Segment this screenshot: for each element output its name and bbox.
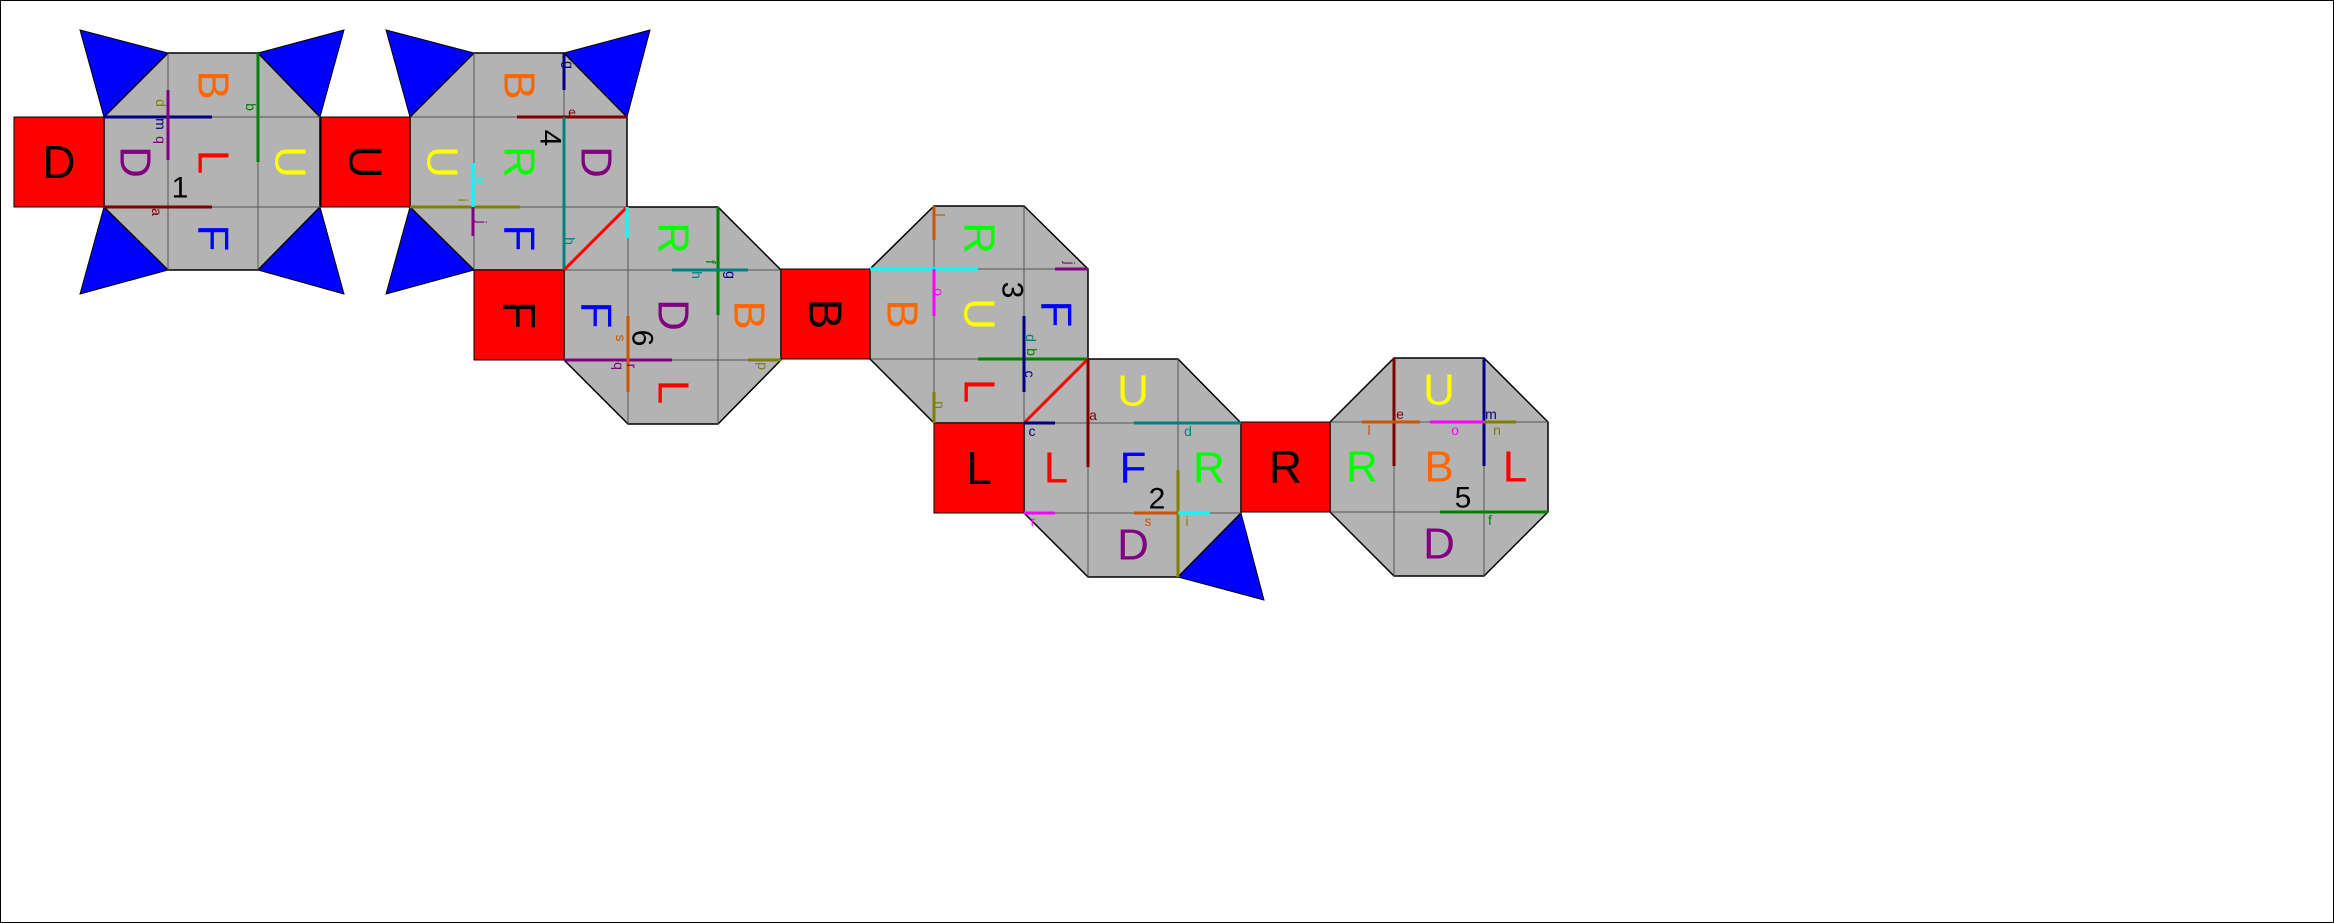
unit-number: 1 bbox=[172, 172, 189, 205]
unit-number: 6 bbox=[626, 330, 659, 347]
glue-tag: a bbox=[149, 208, 165, 216]
glue-tag: i bbox=[455, 198, 471, 201]
glue-tag: r bbox=[1031, 513, 1036, 529]
face-letter: F bbox=[1120, 444, 1147, 493]
glue-tag: k bbox=[472, 178, 488, 186]
glue-lines bbox=[104, 53, 1548, 577]
square-label: D bbox=[42, 136, 75, 188]
face-letter: L bbox=[1503, 443, 1527, 492]
glue-tag: d bbox=[1023, 334, 1039, 342]
square-label: R bbox=[1269, 441, 1302, 493]
glue-tag: f bbox=[703, 260, 719, 264]
face-letter: D bbox=[111, 146, 160, 178]
square-label: F bbox=[493, 301, 545, 329]
glue-tag: g bbox=[723, 271, 739, 279]
red-square-D bbox=[13, 116, 105, 208]
face-letter: B bbox=[878, 299, 927, 328]
glue-tag: e bbox=[1396, 406, 1404, 422]
face-letter: R bbox=[955, 222, 1004, 254]
glue-tag: a bbox=[1089, 407, 1097, 423]
glue-tag: b bbox=[243, 103, 259, 111]
glue-tag: e bbox=[568, 104, 576, 120]
octagon-units bbox=[103, 52, 1549, 578]
red-square-L bbox=[933, 422, 1025, 514]
face-letter: U bbox=[1117, 367, 1149, 416]
square-label: U bbox=[340, 145, 392, 178]
blue-triangles bbox=[79, 29, 1265, 601]
face-letter: U bbox=[266, 146, 315, 178]
glue-tag: l bbox=[1367, 422, 1370, 438]
unit-number: 4 bbox=[534, 130, 567, 147]
face-letter: L bbox=[955, 379, 1004, 403]
red-square-U bbox=[320, 116, 411, 208]
face-letter: D bbox=[572, 146, 621, 178]
glue-tag: m bbox=[1485, 406, 1497, 422]
face-letter: B bbox=[725, 300, 774, 329]
glue-tag: j bbox=[1062, 260, 1078, 264]
glue-tag: d bbox=[153, 99, 169, 107]
glue-tag: o bbox=[931, 288, 947, 296]
face-letter: D bbox=[649, 299, 698, 331]
face-letter: U bbox=[1423, 366, 1455, 415]
face-letter: R bbox=[495, 146, 544, 178]
glue-tag: r bbox=[624, 364, 640, 369]
red-square-B bbox=[780, 268, 871, 360]
face-letter: B bbox=[189, 70, 238, 99]
glue-tag: c bbox=[1029, 423, 1036, 439]
glue-tag: c bbox=[1022, 371, 1038, 378]
face-letter: B bbox=[1424, 443, 1453, 492]
face-letter: R bbox=[649, 222, 698, 254]
unit-number: 2 bbox=[1149, 483, 1166, 516]
glue-tag: o bbox=[1451, 422, 1459, 438]
glue-tag: i bbox=[1185, 513, 1188, 529]
face-letter: D bbox=[1117, 521, 1149, 570]
face-letter: L bbox=[649, 380, 698, 404]
glue-tag: h bbox=[562, 237, 578, 245]
glue-tag: j bbox=[474, 219, 490, 223]
face-letter: F bbox=[495, 225, 544, 252]
glue-tag: b bbox=[1024, 348, 1040, 356]
face-letter: U bbox=[955, 298, 1004, 330]
glue-tag: q bbox=[153, 136, 169, 144]
square-label: L bbox=[966, 442, 992, 494]
glue-tag: n bbox=[1493, 422, 1501, 438]
face-letter: U bbox=[418, 146, 467, 178]
glue-tag: h bbox=[689, 271, 705, 279]
red-square-F bbox=[473, 269, 565, 361]
glue-tag: p bbox=[755, 362, 771, 370]
square-label: B bbox=[800, 299, 852, 330]
glue-tag: s bbox=[1145, 513, 1152, 529]
glue-tag: g bbox=[561, 61, 577, 69]
glue-tag: n bbox=[932, 401, 948, 409]
face-letter: L bbox=[1044, 444, 1068, 493]
glue-line bbox=[562, 205, 629, 272]
face-letter: L bbox=[189, 150, 238, 174]
glue-tag: s bbox=[613, 335, 629, 342]
face-letter: D bbox=[1423, 520, 1455, 569]
unit-number: 5 bbox=[1455, 482, 1472, 515]
face-letter: R bbox=[1193, 444, 1225, 493]
glue-tag: f bbox=[1488, 512, 1492, 528]
face-letter: B bbox=[495, 70, 544, 99]
glue-line bbox=[1022, 357, 1090, 425]
unit-number: 3 bbox=[996, 282, 1029, 299]
glue-tag: m bbox=[153, 118, 169, 130]
face-letter: F bbox=[1032, 301, 1081, 328]
glue-tag: q bbox=[611, 362, 627, 370]
face-letter: F bbox=[572, 302, 621, 329]
face-letter: F bbox=[189, 225, 238, 252]
face-letter: R bbox=[1346, 443, 1378, 492]
glue-tag: d bbox=[1184, 423, 1192, 439]
red-square-R bbox=[1240, 421, 1331, 513]
glue-tag: l bbox=[932, 213, 948, 216]
